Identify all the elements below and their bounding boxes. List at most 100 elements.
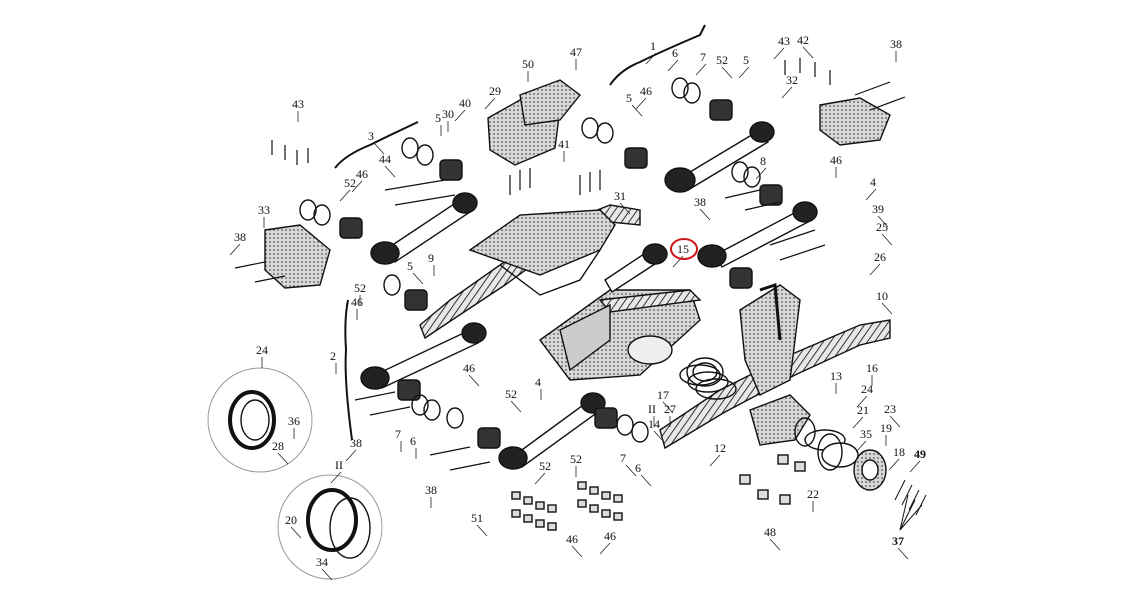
leader-line	[645, 52, 657, 65]
part-label: 46	[566, 532, 578, 546]
part-label: 52	[716, 53, 728, 67]
leader-lines	[229, 46, 921, 581]
part-label: 51	[471, 511, 483, 525]
part-label: II	[335, 458, 343, 472]
part-label: 40	[459, 96, 471, 110]
part-label: 18	[893, 445, 905, 459]
leader-line	[889, 415, 901, 428]
part-label: 32	[786, 73, 798, 87]
part-label: 38	[350, 436, 362, 450]
part-label: 5	[435, 111, 441, 125]
part-label: 52	[570, 452, 582, 466]
part-label: 31	[614, 189, 626, 203]
rubber-bushings	[339, 99, 783, 449]
bolts	[234, 58, 906, 471]
part-label: 26	[874, 250, 886, 264]
brackets	[264, 79, 891, 289]
part-label: 7	[620, 451, 626, 465]
part-label: 16	[866, 361, 878, 375]
torque-rods	[360, 121, 818, 470]
leader-line	[695, 63, 707, 76]
part-label: 17	[657, 388, 669, 402]
detail-view-24	[207, 367, 313, 473]
part-label: 46	[463, 361, 475, 375]
part-label: 5	[743, 53, 749, 67]
center-axle-beam	[539, 289, 724, 387]
leader-line	[653, 430, 665, 443]
coil-springs	[679, 364, 737, 400]
leader-line	[373, 142, 385, 155]
leader-line	[476, 524, 488, 537]
washers	[299, 77, 843, 471]
part-label: 1	[650, 39, 656, 53]
part-label: 43	[292, 97, 304, 111]
leader-line	[856, 395, 868, 408]
part-label: 50	[522, 57, 534, 71]
part-label: 39	[872, 202, 884, 216]
part-label: 30	[442, 107, 454, 121]
part-label: 19	[880, 421, 892, 435]
leader-line	[339, 189, 351, 202]
part-label: 28	[272, 439, 284, 453]
part-label: 12	[714, 441, 726, 455]
part-label: 49	[914, 447, 926, 461]
part-label: 27	[664, 402, 676, 416]
part-label: 24	[256, 343, 268, 357]
part-label: 37	[892, 534, 904, 548]
leader-line	[351, 180, 363, 193]
part-label: 21	[857, 403, 869, 417]
part-label: 5	[407, 259, 413, 273]
part-label: 6	[635, 461, 641, 475]
leader-line	[802, 46, 814, 59]
leader-line	[769, 538, 781, 551]
leader-line	[881, 233, 893, 246]
right-leaf-spring	[659, 282, 891, 450]
part-label: 46	[351, 295, 363, 309]
part-label: 6	[672, 46, 678, 60]
part-label: 2	[330, 349, 336, 363]
part-label: 5	[626, 91, 632, 105]
part-label: 33	[258, 203, 270, 217]
part-label: 52	[344, 176, 356, 190]
part-label: 9	[428, 251, 434, 265]
leader-line	[484, 97, 496, 110]
part-label: 46	[640, 84, 652, 98]
part-label: 23	[884, 402, 896, 416]
part-label: 14	[648, 417, 660, 431]
part-label: 47	[570, 45, 582, 59]
leader-line	[599, 542, 611, 555]
leader-line	[635, 97, 647, 110]
leader-line	[738, 66, 750, 79]
leader-line	[534, 472, 546, 485]
leader-line	[897, 547, 909, 560]
leader-line	[345, 449, 357, 462]
leader-line	[888, 458, 900, 471]
part-label: 6	[410, 434, 416, 448]
part-label: 46	[830, 153, 842, 167]
leader-line	[510, 400, 522, 413]
leader-line	[773, 47, 785, 60]
part-label: 38	[425, 483, 437, 497]
leader-line	[229, 243, 241, 256]
part-label: 3	[368, 129, 374, 143]
leader-line	[699, 208, 711, 221]
part-label: 46	[356, 167, 368, 181]
part-label: 52	[539, 459, 551, 473]
part-label: 41	[558, 137, 570, 151]
leader-line	[571, 545, 583, 558]
leader-line	[709, 454, 721, 467]
part-label: II	[648, 402, 656, 416]
part-label: 20	[285, 513, 297, 527]
leader-line	[662, 401, 674, 414]
part-label: 38	[234, 230, 246, 244]
part-label: 22	[807, 487, 819, 501]
leader-line	[881, 302, 893, 315]
leader-line	[855, 440, 867, 453]
part-label: 35	[860, 427, 872, 441]
part-label: 7	[395, 427, 401, 441]
group-braces	[334, 24, 706, 441]
leader-line	[290, 526, 302, 539]
highlight-circle	[670, 238, 698, 260]
